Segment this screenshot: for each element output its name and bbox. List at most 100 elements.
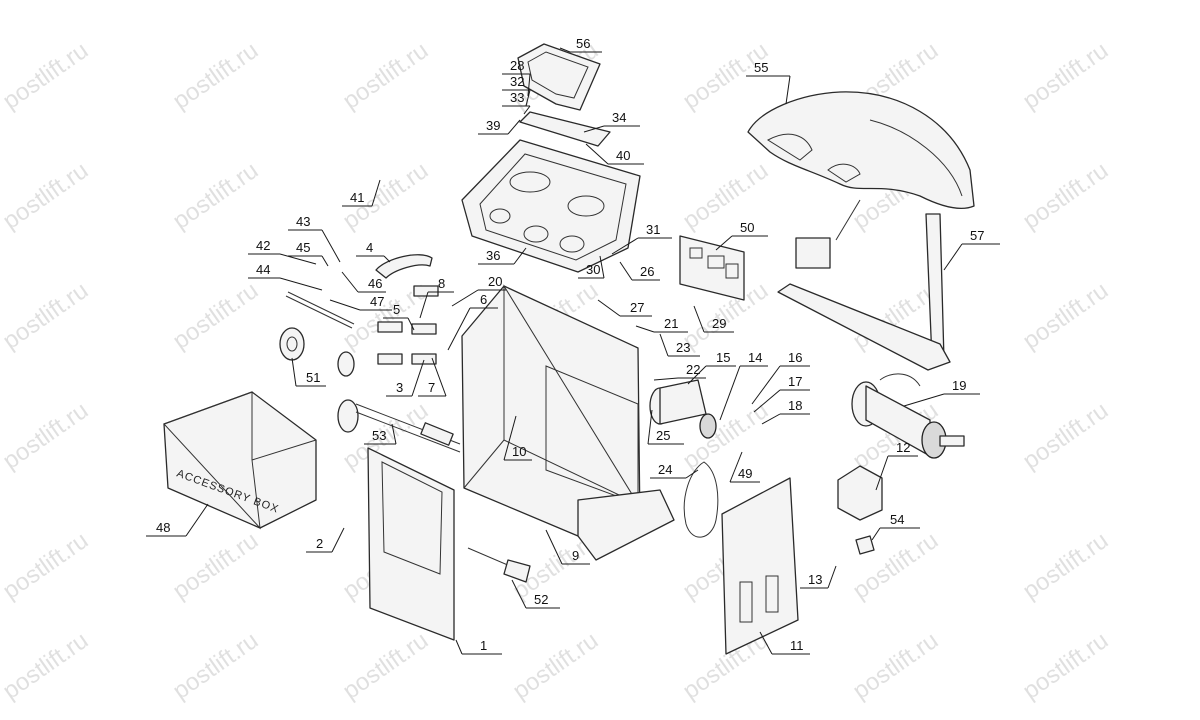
callout-leader-line (411, 359, 425, 397)
callout-label-41: 41 (350, 190, 364, 205)
part-57-hood-arm (777, 199, 951, 371)
part-50-circuit-board (679, 235, 745, 301)
callout-leader-line (693, 305, 705, 333)
callout-label-19: 19 (952, 378, 966, 393)
callout-leader-line (729, 451, 743, 483)
watermark-text: postlift.ru (168, 277, 263, 355)
parts-3-5-7-pins (377, 285, 439, 365)
callout-leader-line (523, 105, 531, 115)
callout-leader-line (371, 179, 381, 207)
callout-label-50: 50 (740, 220, 754, 235)
callout-leader-line (291, 357, 297, 387)
callout-leader-line (647, 409, 653, 445)
callout-leader-line (597, 299, 621, 317)
part-12-caliper (837, 465, 883, 521)
callout-label-5: 5 (393, 302, 400, 317)
callout-label-11: 11 (790, 638, 804, 653)
watermark-text: postlift.ru (1018, 37, 1113, 115)
callout-leader-line (903, 393, 945, 407)
watermark-text: postlift.ru (0, 627, 93, 705)
watermark-text: postlift.ru (0, 157, 93, 235)
callout-leader-line (619, 261, 633, 281)
callout-label-55: 55 (754, 60, 768, 75)
callout-label-54: 54 (890, 512, 904, 527)
callout-leader-line (545, 529, 563, 565)
part-11-side-panel (721, 477, 799, 655)
callout-label-13: 13 (808, 572, 822, 587)
callout-label-30: 30 (586, 262, 600, 277)
callout-label-6: 6 (480, 292, 487, 307)
callout-label-39: 39 (486, 118, 500, 133)
callout-leader-line (391, 423, 397, 445)
callout-leader-line (329, 299, 361, 311)
watermark-text: postlift.ru (678, 157, 773, 235)
watermark-text: postlift.ru (0, 277, 93, 355)
callout-leader-line (785, 75, 791, 105)
callout-label-2: 2 (316, 536, 323, 551)
watermark-text: postlift.ru (1018, 627, 1113, 705)
callout-label-44: 44 (256, 262, 270, 277)
part-34-keypad (519, 111, 611, 147)
callout-label-9: 9 (572, 548, 579, 563)
part-36-tool-tray (461, 139, 641, 273)
watermark-text: postlift.ru (0, 37, 93, 115)
callout-label-32: 32 (510, 74, 524, 89)
callout-leader-line (599, 255, 605, 279)
callout-label-34: 34 (612, 110, 626, 125)
watermark-text: postlift.ru (1018, 527, 1113, 605)
callout-label-16: 16 (788, 350, 802, 365)
callout-label-4: 4 (366, 240, 373, 255)
callout-label-45: 45 (296, 240, 310, 255)
callout-label-21: 21 (664, 316, 678, 331)
watermark-text: postlift.ru (1018, 397, 1113, 475)
part-19-shaft-assembly (851, 373, 965, 459)
callout-leader-line (687, 365, 707, 385)
callout-label-15: 15 (716, 350, 730, 365)
callout-label-46: 46 (368, 276, 382, 291)
callout-leader-line (525, 89, 531, 107)
callout-leader-line (715, 235, 733, 251)
callout-leader-line (685, 469, 699, 479)
part-54-plate (855, 535, 875, 555)
callout-leader-line (611, 237, 639, 255)
callout-leader-line (559, 47, 571, 53)
watermark-text: postlift.ru (0, 527, 93, 605)
callout-label-53: 53 (372, 428, 386, 443)
callout-leader-line (185, 503, 209, 537)
callout-leader-line (653, 377, 679, 381)
callout-label-24: 24 (658, 462, 672, 477)
callout-label-40: 40 (616, 148, 630, 163)
callout-leader-line (431, 357, 447, 397)
callout-leader-line (751, 365, 781, 405)
callout-label-26: 26 (640, 264, 654, 279)
callout-label-18: 18 (788, 398, 802, 413)
callout-leader-line (659, 333, 669, 357)
callout-leader-line (583, 125, 605, 133)
watermark-text: postlift.ru (1018, 157, 1113, 235)
watermark-text: postlift.ru (338, 37, 433, 115)
callout-leader-line (753, 389, 781, 413)
callout-leader-line (383, 255, 391, 263)
callout-leader-line (279, 277, 323, 291)
part-24-belt (683, 461, 719, 538)
callout-leader-line (527, 73, 531, 97)
watermark-text: postlift.ru (508, 627, 603, 705)
callout-label-33: 33 (510, 90, 524, 105)
callout-label-3: 3 (396, 380, 403, 395)
part-25-motor (649, 379, 717, 439)
callout-label-14: 14 (748, 350, 762, 365)
callout-label-51: 51 (306, 370, 320, 385)
part-55-wheel-guard (747, 91, 975, 210)
callout-label-48: 48 (156, 520, 170, 535)
part-56-top-panel (517, 43, 601, 111)
callout-label-31: 31 (646, 222, 660, 237)
callout-leader-line (507, 119, 521, 135)
callout-leader-line (321, 229, 341, 263)
callout-label-27: 27 (630, 300, 644, 315)
callout-leader-line (585, 143, 609, 165)
callout-label-22: 22 (686, 362, 700, 377)
callout-label-7: 7 (428, 380, 435, 395)
